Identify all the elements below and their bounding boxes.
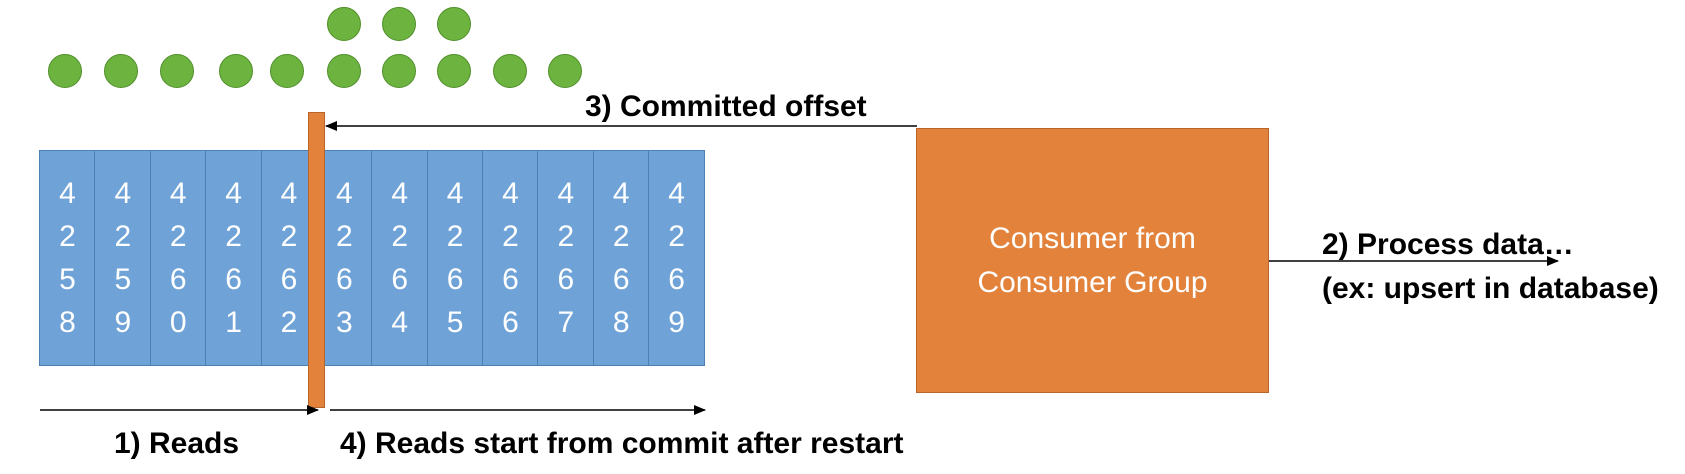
offset-cell-label: 4 2 5 9 xyxy=(114,177,132,339)
message-dot xyxy=(548,54,582,88)
message-dot xyxy=(437,54,471,88)
offset-cell-label: 4 2 6 3 xyxy=(335,177,353,339)
offset-cell: 4 2 5 9 xyxy=(94,150,152,366)
message-dot xyxy=(437,7,471,41)
message-dot xyxy=(219,54,253,88)
process-data-label: 2) Process data… (ex: upsert in database… xyxy=(1322,228,1659,305)
message-dot xyxy=(104,54,138,88)
offset-cell: 4 2 6 9 xyxy=(648,150,705,366)
message-dot xyxy=(382,54,416,88)
message-dot xyxy=(270,54,304,88)
message-dot xyxy=(160,54,194,88)
offset-cell-label: 4 2 6 1 xyxy=(225,177,242,339)
message-dot xyxy=(327,7,361,41)
offset-cell: 4 2 6 2 xyxy=(260,150,318,366)
message-dot xyxy=(493,54,527,88)
offset-cell-label: 4 2 6 0 xyxy=(169,177,187,339)
offset-cell: 4 2 6 5 xyxy=(426,150,484,366)
offset-cell: 4 2 6 7 xyxy=(537,150,595,366)
offset-cell: 4 2 5 8 xyxy=(39,150,96,366)
offset-cell-label: 4 2 6 6 xyxy=(502,177,519,339)
offset-cell-label: 4 2 6 7 xyxy=(557,177,575,339)
commit-marker xyxy=(308,112,325,408)
offset-cell: 4 2 6 0 xyxy=(149,150,207,366)
reads-label: 1) Reads xyxy=(114,427,240,460)
message-dot xyxy=(382,7,416,41)
offset-cell: 4 2 6 6 xyxy=(482,150,539,366)
offset-cell-label: 4 2 5 8 xyxy=(59,177,76,339)
committed-offset-label: 3) Committed offset xyxy=(585,90,867,123)
offset-cell: 4 2 6 4 xyxy=(371,150,429,366)
offset-cell: 4 2 6 3 xyxy=(315,150,373,366)
offset-cell-label: 4 2 6 5 xyxy=(446,177,464,339)
offset-cell-label: 4 2 6 9 xyxy=(668,177,685,339)
consumer-box-label: Consumer from Consumer Group xyxy=(977,221,1208,299)
message-dot xyxy=(327,54,361,88)
offset-cell: 4 2 6 1 xyxy=(205,150,262,366)
message-dots xyxy=(0,0,1685,100)
offset-cell-label: 4 2 6 4 xyxy=(391,177,409,339)
offset-cell-label: 4 2 6 8 xyxy=(612,177,630,339)
restart-label: 4) Reads start from commit after restart xyxy=(340,427,904,460)
offset-cell: 4 2 6 8 xyxy=(592,150,650,366)
consumer-box: Consumer from Consumer Group xyxy=(916,128,1269,393)
message-dot xyxy=(48,54,82,88)
partition-offsets: 4 2 5 8 4 2 5 9 4 2 6 0 4 2 6 1 4 2 6 2 4 2 6… xyxy=(39,150,705,366)
offset-cell-label: 4 2 6 2 xyxy=(280,177,298,339)
